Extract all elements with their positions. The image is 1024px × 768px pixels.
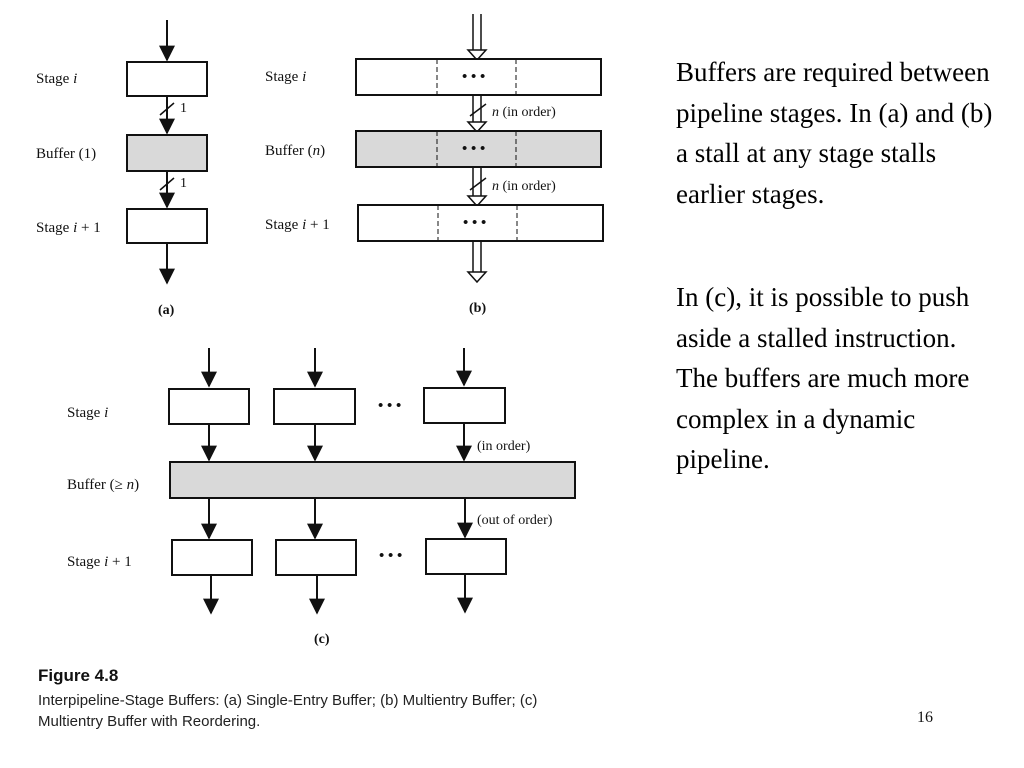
- buffer-label: Buffer (n): [265, 143, 325, 159]
- in-order-annotation: n (in order): [492, 105, 556, 120]
- buffer-box: [126, 134, 208, 172]
- buffer-wide-box: [355, 130, 602, 168]
- figure-caption-title: Figure 4.8: [38, 666, 119, 685]
- stage-i-wide-box: [355, 58, 602, 96]
- side-paragraph-2: In (c), it is possible to push aside a s…: [676, 282, 970, 474]
- ellipsis: • • •: [378, 398, 401, 414]
- stage-i-label: Stage i: [67, 405, 108, 421]
- double-arrow-head: [466, 121, 488, 134]
- stage-i-box: [168, 388, 250, 425]
- stage-i-box: [126, 61, 208, 97]
- stage-next-box: [171, 539, 253, 576]
- width-slash: [159, 102, 175, 116]
- side-paragraph-1: Buffers are required between pipeline st…: [676, 57, 993, 209]
- ellipsis: • • •: [463, 215, 486, 231]
- ellipsis: • • •: [379, 548, 402, 564]
- buffer-label: Buffer (≥ n): [67, 477, 139, 493]
- panel-a: Stage i Buffer (1) Stage i + 1 1 1 (a): [36, 20, 208, 318]
- out-of-order-annotation: (out of order): [477, 513, 553, 528]
- width-slash: [469, 177, 487, 191]
- shared-buffer-box: [169, 461, 576, 499]
- stage-next-label: Stage i + 1: [67, 554, 132, 570]
- in-order-annotation: (in order): [477, 439, 531, 454]
- stage-next-label: Stage i + 1: [265, 217, 330, 233]
- double-arrow-head: [466, 271, 488, 284]
- width-slash: [159, 177, 175, 191]
- buffer-label: Buffer (1): [36, 146, 96, 162]
- figure-caption-text: Interpipeline-Stage Buffers: (a) Single-…: [38, 692, 538, 730]
- stage-i-box: [423, 387, 506, 424]
- stage-i-label: Stage i: [265, 69, 306, 85]
- double-arrow-head: [466, 195, 488, 208]
- panel-c: • • • • • • Stage i Buffer (≥ n) Stage i…: [67, 348, 576, 647]
- double-arrow-head: [466, 49, 488, 62]
- width-slash: [469, 103, 487, 117]
- ellipsis: • • •: [462, 69, 485, 85]
- width-label: 1: [180, 101, 187, 116]
- width-label: 1: [180, 176, 187, 191]
- panel-b: • • • • • • • • • Stage i Buffer (n) Sta…: [265, 14, 604, 316]
- stage-i-label: Stage i: [36, 71, 77, 87]
- stage-next-label: Stage i + 1: [36, 220, 101, 236]
- stage-i-box: [273, 388, 356, 425]
- pipeline-buffer-figure: Stage i Buffer (1) Stage i + 1 1 1 (a) •…: [36, 14, 604, 647]
- stage-next-box: [425, 538, 507, 575]
- panel-b-caption: (b): [469, 301, 486, 316]
- stage-next-box: [126, 208, 208, 244]
- slide-number: 16: [917, 709, 933, 726]
- in-order-annotation: n (in order): [492, 179, 556, 194]
- stage-next-box: [275, 539, 357, 576]
- ellipsis: • • •: [462, 141, 485, 157]
- panel-c-caption: (c): [314, 632, 330, 647]
- panel-a-caption: (a): [158, 303, 175, 318]
- stage-next-wide-box: [357, 204, 604, 242]
